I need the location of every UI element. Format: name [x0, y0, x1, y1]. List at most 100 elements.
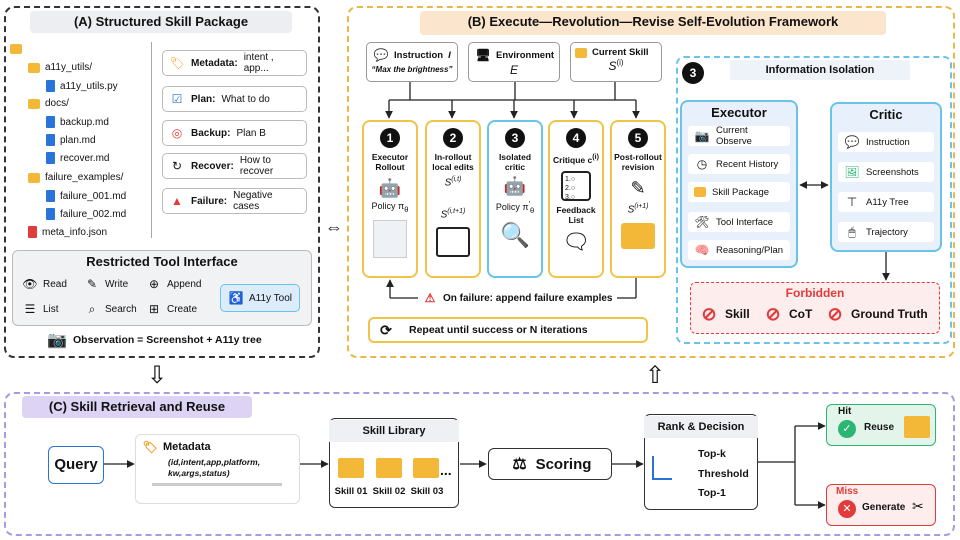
critic-item-label: Screenshots — [866, 166, 919, 178]
forbidden-label: Skill — [725, 307, 750, 321]
metadata-box: 🏷Metadata (id,intent,app,platform, kw,ar… — [135, 434, 300, 504]
tree-file: failure_001.md — [46, 190, 126, 202]
speech-bubble-icon: 🗨 — [562, 228, 590, 254]
feedback-list-label: Feedback List — [556, 204, 596, 225]
observation-label: Observation = Screenshot + A11y tree — [73, 334, 262, 346]
file-icon — [46, 208, 55, 220]
tool-label: Read — [43, 278, 67, 290]
json-file-icon — [28, 226, 37, 238]
stage-formula: Policy π — [371, 201, 405, 211]
tool-label: Search — [105, 303, 137, 315]
stage-title: In-rollout local edits — [432, 152, 474, 172]
tool-interface-title: Restricted Tool Interface — [86, 254, 238, 269]
stage-sup: (i,t) — [451, 176, 462, 183]
tree-file: backup.md — [46, 116, 109, 128]
bar-chart-icon — [652, 456, 672, 480]
tree-file: recover.md — [46, 152, 109, 164]
folder-icon — [904, 416, 930, 438]
current-skill-input: Current Skill S(i) — [570, 42, 662, 82]
executor-title: Executor — [711, 105, 767, 120]
stage-number: 1 — [380, 128, 400, 148]
stage-3: 3 Isolated critic 🤖 Policy π′θ 🔍 — [487, 120, 543, 278]
observation: 📷Observation = Screenshot + A11y tree — [46, 332, 262, 349]
double-arrow-icon: ⇔ — [325, 217, 343, 237]
stage-sup: ′ — [528, 199, 530, 208]
file-label: plan.md — [60, 134, 96, 146]
stage-formula: S — [627, 204, 635, 216]
tree-file: failure_002.md — [46, 208, 126, 220]
executor-item-label: Recent History — [716, 158, 779, 170]
executor-item: 🧠 Reasoning/Plan — [688, 240, 790, 260]
tree-file: plan.md — [46, 134, 96, 146]
tool-label: List — [43, 303, 59, 315]
current-skill-sup: (i) — [616, 58, 624, 67]
tool-list: ☰ List — [22, 301, 59, 317]
pencil-icon: ✎ — [86, 277, 98, 291]
brain-icon: 🧠 — [694, 243, 710, 257]
stage-sup: (i,t+1) — [447, 208, 466, 216]
executor-item-label: Reasoning/Plan — [716, 244, 784, 256]
folder-icon — [376, 458, 402, 478]
current-skill-label: Current Skill — [592, 47, 649, 58]
file-icon — [46, 152, 55, 164]
environment-var: E — [509, 63, 518, 77]
folder-gear-icon — [621, 223, 655, 250]
tools-icon: ✂ — [912, 498, 924, 514]
chat-icon: 💬 — [844, 135, 860, 149]
target-icon: ◎ — [171, 126, 183, 140]
rank-item: Top-1 — [698, 487, 726, 499]
section-b-title: (B) Execute—Revolution—Revise Self-Evolu… — [420, 11, 886, 35]
stage-5: 5 Post-rollout revision ✎ S(i+1) — [610, 120, 666, 278]
environment-input: 🖥Environment E — [468, 42, 560, 82]
scoring-label: Scoring — [535, 455, 592, 473]
accessibility-icon: ♿ — [228, 291, 244, 305]
card-text: How to recover — [239, 155, 274, 177]
tool-label: Write — [105, 278, 129, 290]
critic-item-label: Instruction — [866, 136, 910, 148]
forbidden-label: CoT — [789, 307, 813, 321]
instruction-label: Instruction — [394, 49, 444, 61]
down-arrow-icon: ⇩ — [146, 362, 168, 389]
query-box: Query — [48, 446, 104, 484]
robot-icon: 🤖 — [503, 176, 527, 196]
tree-file: meta_info.json — [28, 226, 107, 238]
plus-circle-icon: ⊕ — [148, 277, 160, 291]
tool-search: ⌕ Search — [84, 301, 137, 317]
skill-library-title: Skill Library — [329, 420, 459, 442]
search-icon: ⌕ — [88, 301, 96, 316]
file-label: failure_001.md — [60, 190, 127, 202]
critic-title: Critic — [869, 107, 903, 122]
isolation-box — [676, 56, 952, 344]
stage-title: Executor Rollout — [371, 152, 409, 172]
generate-label: Generate — [862, 502, 906, 513]
checklist-icon: ☑ — [171, 92, 183, 106]
tool-write: ✎ Write — [84, 276, 128, 292]
scale-icon: ⚖ — [512, 456, 527, 473]
stage-sup: (i+1) — [634, 203, 649, 210]
stage-formula: Policy π — [495, 202, 529, 212]
image-icon: 🖼 — [844, 165, 860, 179]
stage-2: 2 In-rollout local edits S(i,t) S(i,t+1) — [425, 120, 481, 278]
card-text: intent , app... — [243, 52, 274, 74]
miss-label: Miss — [836, 486, 859, 497]
file-label: backup.md — [60, 116, 109, 128]
stage-number: 3 — [505, 128, 525, 148]
critic-item: ⊤A11y Tree — [838, 192, 934, 212]
warning-icon: ▲ — [171, 194, 183, 208]
tool-read: 👁Read — [22, 276, 67, 292]
skill-label: Skill 01 — [334, 486, 368, 497]
folder-icon — [28, 98, 40, 109]
section-b — [347, 6, 955, 358]
placeholder-line — [152, 483, 282, 486]
hit-label: Hit — [838, 406, 852, 417]
critic-item-label: A11y Tree — [866, 196, 909, 208]
monitor-icon: 🖥 — [475, 48, 491, 62]
list-icon: ☰ — [24, 302, 36, 316]
section-c-title: (C) Skill Retrieval and Reuse — [22, 396, 252, 418]
card-key: Recover: — [191, 160, 234, 172]
stage-title: Isolated critic — [498, 152, 532, 172]
executor-item: 📷Current Observe — [688, 125, 790, 147]
document-search-icon: 🔍 — [500, 221, 530, 249]
stage-number: 5 — [628, 128, 648, 148]
isolation-badge: 3 — [682, 62, 704, 84]
